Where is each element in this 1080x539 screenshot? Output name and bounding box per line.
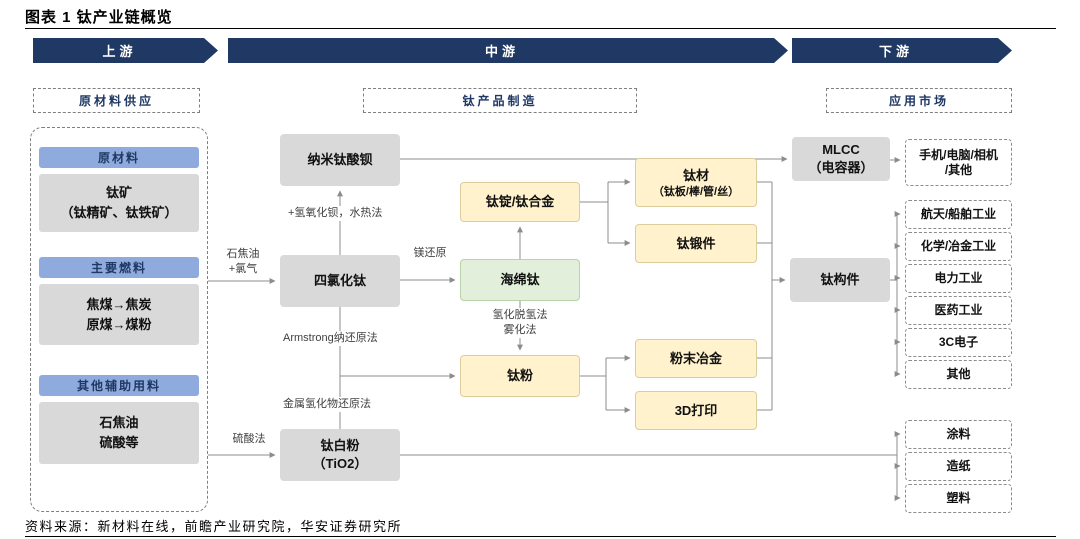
app-medical-industry: 医药工业	[905, 296, 1012, 325]
node-titanium-ingot-alloy: 钛锭/钛合金	[460, 182, 580, 222]
figure-title: 图表 1 钛产业链概览	[25, 9, 173, 26]
node-3d-printing: 3D打印	[635, 391, 757, 430]
process-label-sulfuric-acid: 硫酸法	[224, 432, 274, 447]
app-others: 其他	[905, 360, 1012, 389]
process-label-armstrong: Armstrong纳还原法	[283, 331, 378, 346]
group-header-main-fuels: 主要燃料	[39, 257, 199, 278]
node-titanium-sponge: 海绵钛	[460, 259, 580, 301]
process-label-hydride-dehydride-atomization: 氢化脱氢法 雾化法	[478, 308, 562, 338]
process-label-barium-hydroxide-hydrothermal: +氢氧化钡，水热法	[288, 206, 383, 221]
app-papermaking: 造纸	[905, 452, 1012, 481]
section-label-application-market: 应用市场	[826, 88, 1012, 113]
node-mlcc-capacitor: MLCC （电容器）	[792, 137, 890, 181]
process-label-metal-hydride-reduction: 金属氢化物还原法	[283, 397, 371, 412]
app-plastics: 塑料	[905, 484, 1012, 513]
source-note: 资料来源：新材料在线，前瞻产业研究院，华安证券研究所	[25, 519, 403, 534]
node-titanium-tetrachloride: 四氯化钛	[280, 255, 400, 307]
node-nano-barium-titanate: 纳米钛酸钡	[280, 134, 400, 186]
node-titanium-mill-products: 钛材 （钛板/棒/管/丝）	[635, 158, 757, 207]
banner-downstream: 下游	[792, 38, 1012, 63]
section-label-raw-material-supply: 原材料供应	[33, 88, 200, 113]
node-titanium-dioxide: 钛白粉 （TiO2）	[280, 429, 400, 481]
title-divider	[25, 28, 1056, 29]
group-body-coke-oil-sulfuric: 石焦油 硫酸等	[39, 402, 199, 464]
upstream-container	[30, 127, 208, 512]
node-titanium-components: 钛构件	[790, 258, 890, 302]
group-body-titanium-ore: 钛矿 （钛精矿、钛铁矿）	[39, 174, 199, 232]
bottom-divider	[25, 536, 1056, 537]
app-chemical-metallurgy: 化学/冶金工业	[905, 232, 1012, 261]
process-label-coke-oil-chlorine: 石焦油 +氯气	[214, 247, 272, 277]
app-consumer-electronics: 手机/电脑/相机 /其他	[905, 139, 1012, 186]
banner-upstream: 上游	[33, 38, 218, 63]
node-titanium-mill-products-line1: 钛材	[682, 167, 709, 183]
section-label-titanium-product-manufacturing: 钛产品制造	[363, 88, 637, 113]
node-powder-metallurgy: 粉末冶金	[635, 339, 757, 378]
node-titanium-mill-products-line2: （钛板/棒/管/丝）	[652, 185, 740, 198]
app-power-industry: 电力工业	[905, 264, 1012, 293]
process-label-magnesium-reduction: 镁还原	[405, 246, 455, 261]
app-3c-electronics: 3C电子	[905, 328, 1012, 357]
node-titanium-forgings: 钛锻件	[635, 224, 757, 263]
node-titanium-powder: 钛粉	[460, 355, 580, 397]
group-header-raw-materials: 原材料	[39, 147, 199, 168]
group-body-coal: 焦煤→焦炭 原煤→煤粉	[39, 284, 199, 345]
group-header-other-auxiliary: 其他辅助用料	[39, 375, 199, 396]
app-aerospace-shipbuilding: 航天/船舶工业	[905, 200, 1012, 229]
app-coatings: 涂料	[905, 420, 1012, 449]
banner-midstream: 中游	[228, 38, 788, 63]
